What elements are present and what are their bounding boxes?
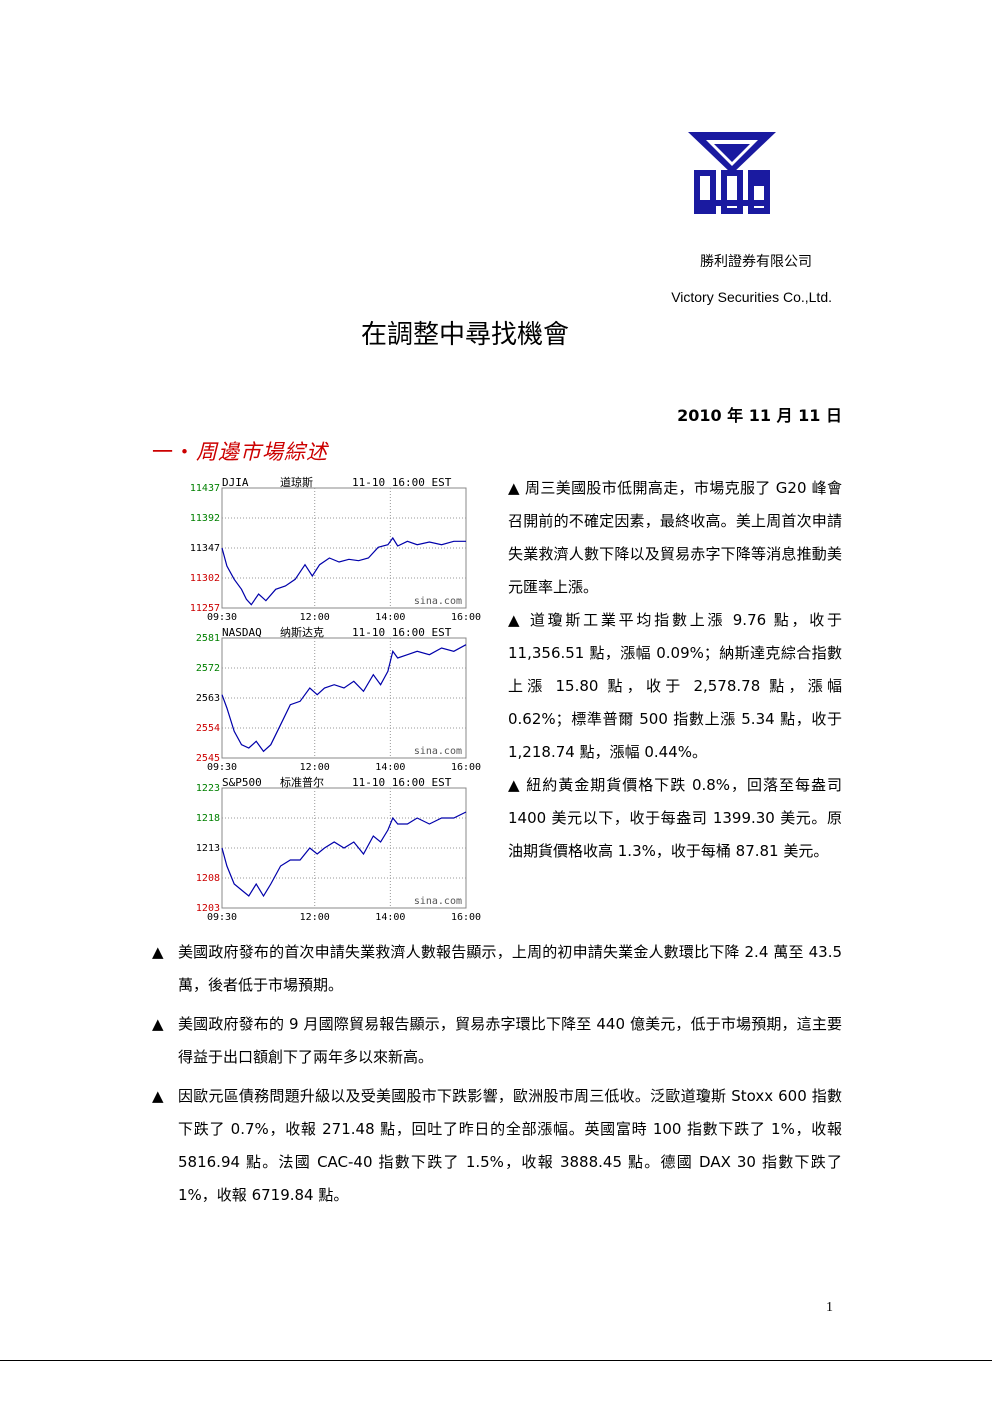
index-series-line — [221, 811, 467, 898]
x-tick-label: 14:00 — [375, 912, 405, 922]
chart-timestamp: 11-10 16:00 EST — [352, 776, 452, 789]
y-tick-label: 11437 — [190, 483, 220, 494]
x-tick-label: 09:30 — [207, 912, 237, 922]
market-bullet-list: ▲ 美國政府發布的首次申請失業救濟人數報告顯示，上周的初申請失業金人數環比下降 … — [152, 936, 842, 1218]
company-logo — [686, 130, 778, 218]
company-name-chinese: 勝利證券有限公司 — [700, 254, 812, 270]
x-tick-label: 16:00 — [451, 612, 481, 622]
chart-index-name: 标准普尔 — [280, 776, 324, 789]
section-heading: 一・周邊市場綜述 — [152, 436, 328, 466]
bullet-text: 因歐元區債務問題升級以及受美國股市下跌影響，歐洲股市周三低收。泛歐道瓊斯 Sto… — [178, 1087, 842, 1204]
x-tick-label: 12:00 — [300, 612, 330, 622]
section-number: 一・ — [152, 440, 196, 464]
index-series-line — [221, 536, 466, 606]
x-tick-label: 14:00 — [375, 762, 405, 772]
page-number: 1 — [826, 1300, 833, 1315]
document-title: 在調整中尋找機會 — [360, 320, 569, 350]
y-tick-label: 2554 — [196, 723, 220, 734]
chart-source-label: sina.com — [414, 746, 462, 757]
index-line-chart: S&P500 标准普尔 11-10 16:00 EST 1223 1218 1213 120… — [196, 776, 481, 922]
nasdaq-chart: NASDAQ 纳斯达克 11-10 16:00 EST 2581 2572 2563 255… — [176, 626, 488, 772]
y-tick-label: 2563 — [196, 693, 220, 704]
y-tick-label: 1203 — [196, 903, 220, 914]
y-tick-label: 2581 — [196, 633, 220, 644]
y-tick-label: 1223 — [196, 783, 220, 794]
x-tick-label: 16:00 — [451, 762, 481, 772]
y-tick-label: 1208 — [196, 873, 220, 884]
market-summary-column: ▲ 周三美國股市低開高走，市場克服了 G20 峰會召開前的不確定因素，最終收高。… — [508, 472, 842, 868]
bullet-text: 美國政府發布的首次申請失業救濟人數報告顯示，上周的初申請失業金人數環比下降 2.… — [178, 943, 842, 994]
djia-chart: DJIA 道琼斯 11-10 16:00 EST 11437 11392 11347 113… — [176, 476, 488, 622]
summary-paragraph-commodities: ▲ 紐約黃金期貨價格下跌 0.8%，回落至每盎司 1400 美元以下，收于每盎司… — [508, 776, 842, 860]
triangle-marker-icon: ▲ — [152, 1087, 164, 1105]
document-date: 2010 年 11 月 11 日 — [677, 406, 842, 425]
chart-symbol: DJIA — [222, 476, 249, 489]
x-tick-label: 12:00 — [300, 912, 330, 922]
section-title: 周邊市場綜述 — [196, 440, 328, 464]
y-tick-label: 11392 — [190, 513, 220, 524]
triangle-marker-icon: ▲ — [152, 943, 164, 961]
plot-frame — [221, 637, 467, 759]
chart-symbol: NASDAQ — [222, 626, 262, 639]
index-series-line — [221, 644, 467, 753]
bullet-item: ▲ 因歐元區債務問題升級以及受美國股市下跌影響，歐洲股市周三低收。泛歐道瓊斯 S… — [152, 1080, 842, 1212]
sp500-chart: S&P500 标准普尔 11-10 16:00 EST 1223 1218 1213 120… — [176, 776, 488, 922]
y-tick-label: 11347 — [190, 543, 220, 554]
x-tick-label: 09:30 — [207, 612, 237, 622]
chart-timestamp: 11-10 16:00 EST — [352, 626, 452, 639]
y-tick-label: 1218 — [196, 813, 220, 824]
bullet-text: 美國政府發布的 9 月國際貿易報告顯示，貿易赤字環比下降至 440 億美元，低于… — [178, 1015, 842, 1066]
index-line-chart: NASDAQ 纳斯达克 11-10 16:00 EST 2581 2572 2563 255… — [196, 626, 481, 772]
chart-source-label: sina.com — [414, 596, 462, 607]
y-tick-label: 11257 — [190, 603, 220, 614]
bullet-item: ▲ 美國政府發布的首次申請失業救濟人數報告顯示，上周的初申請失業金人數環比下降 … — [152, 936, 842, 1002]
bullet-item: ▲ 美國政府發布的 9 月國際貿易報告顯示，貿易赤字環比下降至 440 億美元，… — [152, 1008, 842, 1074]
company-name-english: Victory Securities Co.,Ltd. — [671, 289, 832, 305]
footer-divider — [0, 1360, 992, 1361]
y-tick-label: 2572 — [196, 663, 220, 674]
chart-index-name: 道琼斯 — [280, 476, 313, 489]
chart-source-label: sina.com — [414, 896, 462, 907]
index-line-chart: DJIA 道琼斯 11-10 16:00 EST 11437 11392 11347 113… — [190, 476, 481, 622]
summary-paragraph-us-market: ▲ 周三美國股市低開高走，市場克服了 G20 峰會召開前的不確定因素，最終收高。… — [508, 479, 842, 596]
x-tick-label: 16:00 — [451, 912, 481, 922]
y-tick-label: 1213 — [196, 843, 220, 854]
plot-frame — [221, 487, 467, 609]
x-tick-label: 12:00 — [300, 762, 330, 772]
x-tick-label: 09:30 — [207, 762, 237, 772]
chart-symbol: S&P500 — [222, 776, 262, 789]
x-tick-label: 14:00 — [375, 612, 405, 622]
chart-timestamp: 11-10 16:00 EST — [352, 476, 452, 489]
y-tick-label: 11302 — [190, 573, 220, 584]
triangle-marker-icon: ▲ — [152, 1015, 164, 1033]
chart-index-name: 纳斯达克 — [280, 626, 324, 639]
summary-paragraph-indices: ▲ 道瓊斯工業平均指數上漲 9.76 點，收于 11,356.51 點，漲幅 0… — [508, 611, 842, 761]
y-tick-label: 2545 — [196, 753, 220, 764]
